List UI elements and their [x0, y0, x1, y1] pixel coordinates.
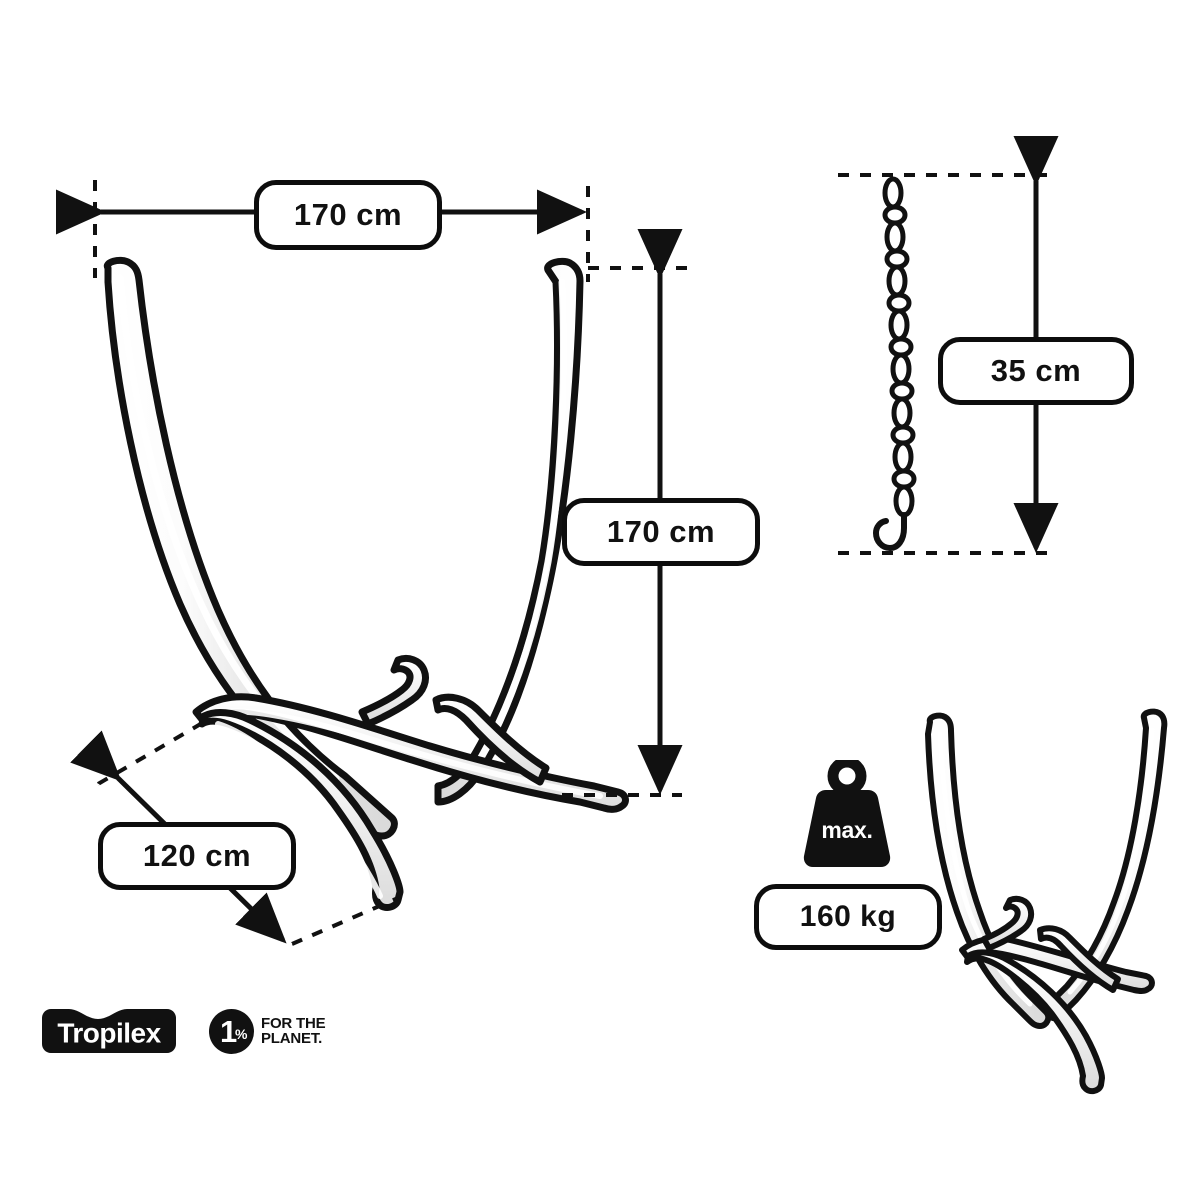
max-weight-label: max. [821, 817, 873, 843]
stand-cross-leg-rear-highlight [211, 708, 603, 799]
dimension-badge-height: 170 cm [562, 498, 760, 566]
one-percent-circle-icon: 1 % [209, 1008, 254, 1054]
one-percent-for-the-planet-logo: 1 % FOR THE PLANET. [209, 1008, 326, 1054]
stand-right-arm-highlight [478, 278, 567, 760]
dimension-badge-chain: 35 cm [938, 337, 1134, 405]
extension-line-lower [291, 896, 399, 946]
small-stand-base-right-stub [1037, 925, 1121, 993]
stand-base-right-stub [432, 693, 550, 786]
one-percent-number: 1 [220, 1013, 238, 1049]
tropilex-wordmark: Tropilex [57, 1017, 161, 1049]
chain-hook [872, 512, 907, 552]
small-hammock-stand-illustration [925, 708, 1168, 1095]
small-stand-joint-hook [981, 895, 1035, 951]
stand-left-arm-highlight [116, 274, 340, 782]
for-the-planet-line1: FOR THE [261, 1014, 326, 1032]
dimension-badge-width: 170 cm [254, 180, 442, 250]
footer-logos: Tropilex 1 % FOR THE PLANET. [35, 1004, 326, 1054]
tropilex-logo-shape [42, 1004, 176, 1053]
weight-shape-icon [803, 756, 891, 867]
stand-joint-hook [358, 654, 429, 728]
extension-line-upper [96, 720, 206, 786]
tropilex-logo: Tropilex [35, 1004, 183, 1054]
stand-left-arm [103, 256, 398, 840]
percent-symbol: % [235, 1025, 248, 1042]
max-weight-icon: max. [798, 756, 896, 868]
small-stand-left-arm-highlight [937, 731, 1033, 1007]
dimension-badge-depth: 120 cm [98, 822, 296, 890]
for-the-planet-text: FOR THE PLANET. [261, 1014, 326, 1047]
small-stand-cross-leg-front [964, 949, 1105, 1095]
chain-illustration [872, 176, 917, 552]
for-the-planet-line2: PLANET. [261, 1030, 323, 1047]
capacity-badge-weight: 160 kg [754, 884, 942, 950]
